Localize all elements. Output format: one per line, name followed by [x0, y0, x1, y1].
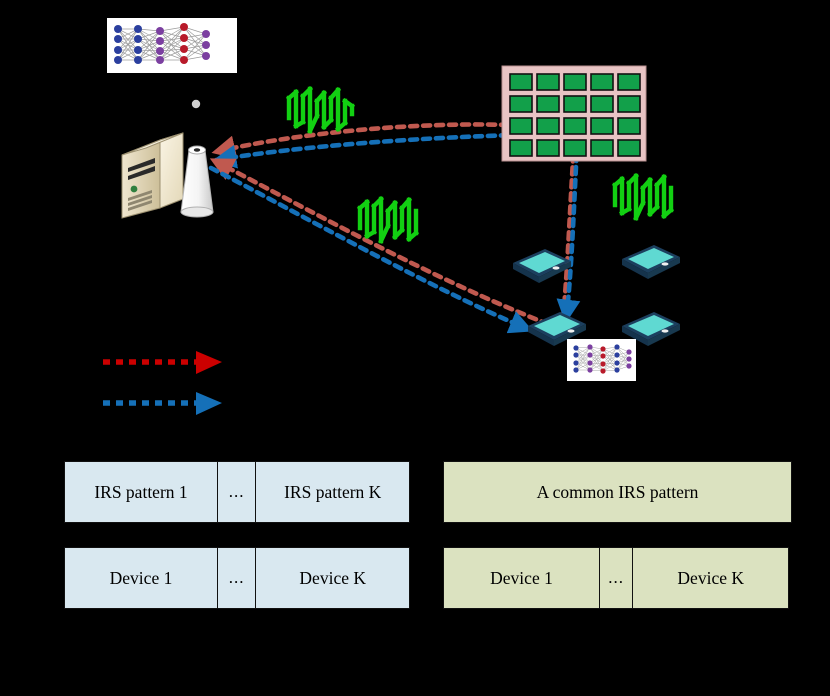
device-phone-4[interactable] [622, 312, 680, 346]
device-phone-2[interactable] [622, 245, 680, 279]
status-dot [191, 99, 201, 109]
edge-server-tower[interactable] [121, 132, 184, 219]
signal-wave-irs [611, 172, 675, 221]
nn-nodes-layer-3 [156, 27, 164, 64]
nn-nodes-layer-5 [202, 30, 210, 60]
cell-irs-pattern-k[interactable]: IRS pattern K [255, 461, 411, 523]
irs-element-grid [509, 73, 641, 157]
right-pattern-row: A common IRS pattern [443, 461, 792, 523]
cell-irs-pattern-ellipsis: ... [216, 461, 257, 523]
left-pattern-row: IRS pattern 1 ... IRS pattern K [64, 461, 411, 523]
cell-device-1-left[interactable]: Device 1 [64, 547, 218, 609]
neural-network-illustration-device [567, 339, 636, 381]
link-bs-device-downlink [208, 165, 534, 334]
nn-nodes-layer-2 [134, 25, 142, 64]
cell-device-1-right[interactable]: Device 1 [443, 547, 600, 609]
signal-wave-uplink [285, 85, 356, 134]
cell-common-irs-pattern[interactable]: A common IRS pattern [443, 461, 792, 523]
cell-device-ellipsis-right: ... [598, 547, 634, 609]
nn-nodes-layer-1 [114, 25, 122, 64]
right-device-row: Device 1 ... Device K [443, 547, 790, 609]
device-phone-3[interactable] [528, 312, 586, 346]
irs-reflecting-surface[interactable] [501, 65, 647, 162]
cell-irs-pattern-1[interactable]: IRS pattern 1 [64, 461, 218, 523]
cell-device-ellipsis-left: ... [216, 547, 257, 609]
neural-network-illustration [107, 18, 237, 73]
legend-uplink-arrow [103, 351, 222, 374]
left-device-row: Device 1 ... Device K [64, 547, 411, 609]
legend-downlink-arrow [103, 392, 222, 415]
link-bs-irs-uplink [211, 122, 511, 159]
signal-wave-direct [356, 195, 420, 244]
cell-device-k-right[interactable]: Device K [632, 547, 790, 609]
nn-nodes-layer-4 [180, 23, 188, 64]
cell-device-k-left[interactable]: Device K [255, 547, 411, 609]
base-station-antenna[interactable] [180, 145, 214, 218]
device-phone-1[interactable] [513, 249, 571, 283]
link-bs-device-uplink [209, 157, 551, 327]
